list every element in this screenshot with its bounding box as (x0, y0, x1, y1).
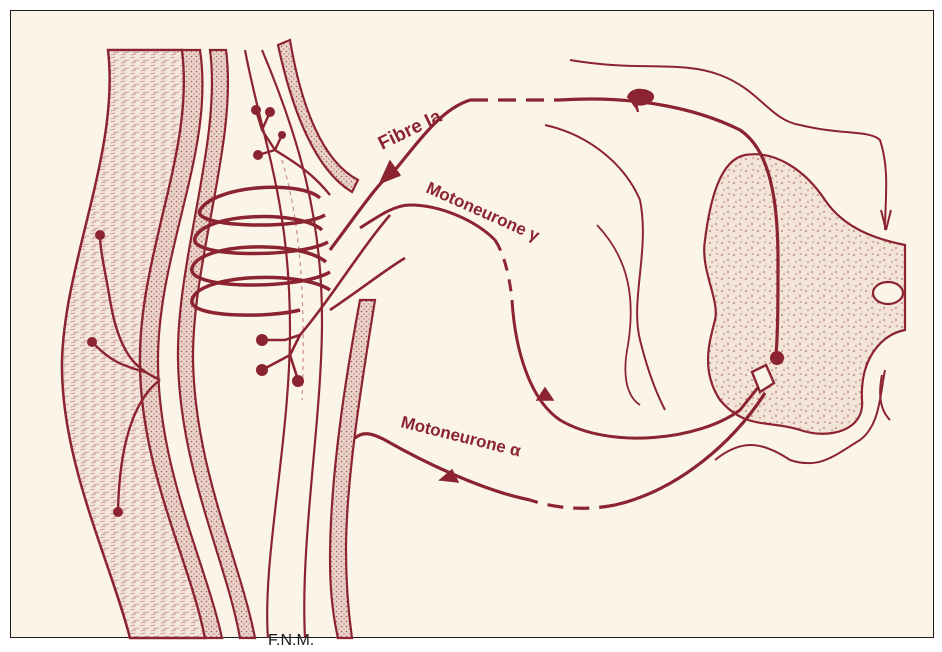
arrow-gamma (537, 388, 553, 400)
nerve-terminal-dot (253, 150, 263, 160)
arrow-alpha (440, 470, 458, 482)
label-fnm: F.N.M. (268, 632, 314, 649)
central-canal (873, 282, 903, 304)
nerve-terminal-dot (95, 230, 105, 240)
lower-cord-contour (880, 375, 890, 420)
synapse-dot (770, 351, 784, 365)
nerve-terminal-dot (113, 507, 123, 517)
dorsal-root-ganglion (628, 90, 653, 112)
dorsal-root-contour (545, 125, 665, 410)
nerve-terminal-dot (256, 364, 268, 376)
label-fibre-ia: Fibre Ia (375, 106, 445, 155)
nerve-terminal-dot (278, 131, 286, 139)
motoneurone-gamma-dashed (495, 240, 512, 300)
nerve-terminal-dot (292, 375, 304, 387)
motoneurone-alpha-dashed (530, 500, 615, 508)
label-motoneurone-alpha: Motoneurone α (399, 412, 523, 460)
ventral-root-contour (597, 225, 640, 405)
nerve-terminal-dot (251, 105, 261, 115)
label-motoneurone-gamma: Motoneurone γ (423, 178, 543, 245)
nerve-terminal-dot (87, 337, 97, 347)
lower-nerve-endings (262, 215, 390, 380)
nerve-terminal-dot (256, 334, 268, 346)
nerve-terminal-dot (265, 107, 275, 117)
